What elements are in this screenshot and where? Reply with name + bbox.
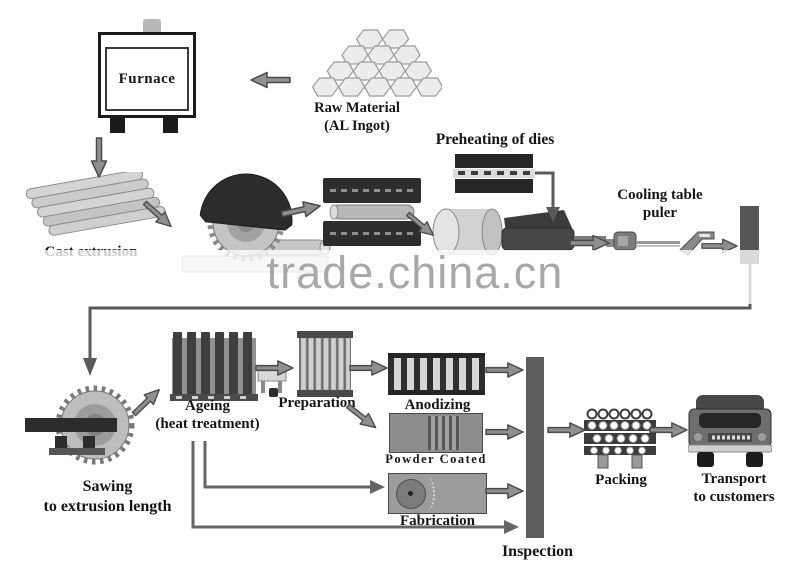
arrow-anodizing-to-inspection: [485, 362, 524, 378]
arrowhead-to-inspection: [504, 520, 519, 534]
ageing-label: Ageing (heat treatment): [155, 398, 260, 433]
furnace-label: Furnace: [105, 47, 189, 111]
packing-rack-icon: [584, 408, 656, 469]
transport-label: Transport to customers: [693, 471, 775, 506]
billet-heating-furnace-icon: [323, 178, 421, 246]
furnace-leg: [163, 116, 178, 133]
arrow-inspection-to-packing: [547, 422, 586, 438]
fabrication-wheel-center: [408, 491, 413, 496]
powder-coating-icon: [389, 413, 483, 453]
arrow-fabrication-to-inspection: [485, 483, 524, 499]
transport-truck-icon: [688, 395, 772, 467]
anodizing-bath-icon: [388, 353, 485, 395]
preparation-label: Preparation: [278, 395, 356, 411]
furnace-body: Furnace: [98, 32, 196, 118]
stretcher-bar: [740, 206, 759, 264]
arrow-rawmaterial-to-furnace: [250, 71, 291, 89]
preparation-icon: [297, 331, 353, 397]
sawing-icon: [25, 385, 135, 465]
sawing-label: Sawing to extrusion length: [43, 478, 172, 515]
furnace-icon: Furnace: [98, 19, 198, 139]
raw-material-ingots-icon: [311, 29, 442, 97]
powder-stripes: [428, 416, 460, 450]
preheating-of-dies-label: Preheating of dies: [435, 131, 555, 148]
connector-ageing-to-fabrication: [203, 441, 370, 489]
inspection-bar: [526, 357, 544, 538]
fabrication-label: Fabrication: [400, 513, 475, 529]
arrow-powder-to-inspection: [485, 424, 524, 440]
raw-material-label: Raw Material (AL Ingot): [314, 100, 400, 134]
powder-coated-label: Powder Coated: [385, 452, 487, 466]
inspection-label: Inspection: [501, 543, 574, 560]
cooling-table-puller-icon: [606, 231, 715, 256]
die-preheating-oven-icon: [453, 154, 535, 193]
anodizing-label: Anodizing: [404, 397, 471, 413]
arrowhead-to-fabrication: [370, 480, 385, 494]
packing-label: Packing: [595, 472, 647, 488]
furnace-leg: [110, 116, 125, 133]
cooling-table-puler-label: Cooling table puler: [617, 187, 703, 222]
fabrication-icon: [388, 473, 487, 514]
fabrication-dotted-arc: [419, 477, 435, 511]
arrowhead-loop-down: [83, 358, 97, 376]
cast-extrusion-icon: [25, 172, 166, 236]
watermark-text: trade.china.cn: [266, 247, 564, 298]
